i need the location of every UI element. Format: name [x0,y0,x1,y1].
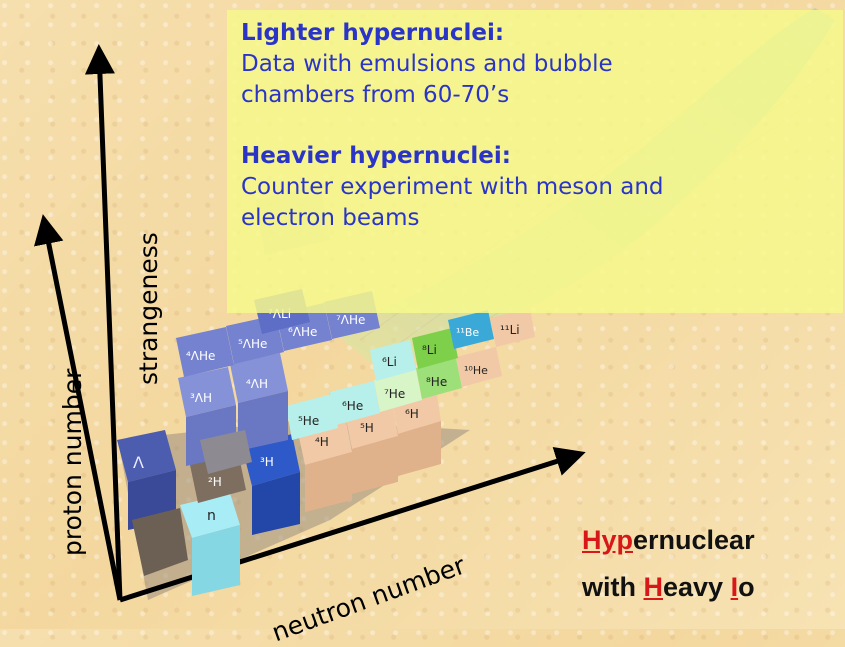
footer-i-highlight: I [730,572,739,602]
footer-line1-rest: ernuclear [633,525,755,555]
cube-label-hyp-he4: ⁴ΛHe [186,349,215,363]
cube-label-hyp-he5: ⁵ΛHe [238,337,267,351]
footer-title-line-1: Hypernuclear [582,525,755,556]
cube-label-hyp-he6: ⁶ΛHe [288,325,317,339]
cube-he6: ⁶He [330,381,380,425]
cube-label-h5: ⁵H [360,421,374,435]
cube-label-hyp-h3: ³ΛH [190,391,212,405]
proton-axis-label: proton number [58,368,87,556]
cube-he5: ⁵He [286,394,338,440]
heavy-hypernuclei-line-1: Counter experiment with meson and [241,174,664,200]
cube-label-li11: ¹¹Li [500,323,520,337]
heavy-hypernuclei-line-2: electron beams [241,205,420,231]
cube-label-lambda: Λ [133,453,144,472]
cube-h3: ³H [242,434,300,535]
cube-label-h2: ²H [208,475,222,489]
light-hypernuclei-line-1: Data with emulsions and bubble [241,51,613,77]
cube-label-he7: ⁷He [384,387,405,401]
cube-be11: ¹¹Be [448,310,494,349]
cube-label-li8: ⁸Li [422,343,437,357]
cube-label-h6: ⁶H [405,407,419,421]
cube-label-neutron: n [207,508,216,524]
footer-line2-rest: o [738,572,755,602]
cube-label-he10: ¹⁰He [464,364,488,377]
heavy-hypernuclei-heading: Heavier hypernuclei: [241,143,511,169]
cube-label-hyp-h4: ⁴ΛH [246,377,268,391]
cube-label-he6: ⁶He [342,399,363,413]
info-box: Lighter hypernuclei: Data with emulsions… [227,10,843,313]
cube-he8: ⁸He [416,358,462,399]
cube-hyp-h4: ⁴ΛH [230,353,288,451]
footer-hyp-highlight: Hyp [582,525,634,555]
cube-neutron: n [180,493,240,596]
cube-li11: ¹¹Li [490,308,535,347]
footer-line2-mid: eavy [663,572,731,602]
cube-label-he5: ⁵He [298,414,319,428]
cube-label-he8: ⁸He [426,375,447,389]
cube-label-be11: ¹¹Be [456,326,479,339]
light-hypernuclei-line-2: chambers from 60-70’s [241,82,510,108]
cube-label-hyp-he7: ⁷ΛHe [336,313,365,327]
strangeness-axis-label: strangeness [134,232,163,385]
cube-rock-1 [132,508,188,576]
cube-li6: ⁶Li [370,340,416,381]
cube-label-li6: ⁶Li [382,355,397,369]
cube-label-h4: ⁴H [315,435,329,449]
footer-h-highlight: H [643,572,664,602]
strangeness-axis-arrow [33,214,123,601]
normal-nuclei-layer: Λ n ²H ³H ⁴H ⁵H [117,308,535,596]
cube-li8: ⁸Li [412,328,458,369]
footer-line2-prefix: with [582,572,644,602]
spacer [241,111,829,141]
cube-hyp-he4: ⁴ΛHe [176,327,234,377]
cube-he10: ¹⁰He [456,347,502,387]
light-hypernuclei-heading: Lighter hypernuclei: [241,20,505,46]
cube-label-h3: ³H [260,455,274,469]
footer-title-line-2: with Heavy Io [582,572,755,603]
cube-he7: ⁷He [374,369,422,412]
proton-axis-arrow [84,44,123,601]
